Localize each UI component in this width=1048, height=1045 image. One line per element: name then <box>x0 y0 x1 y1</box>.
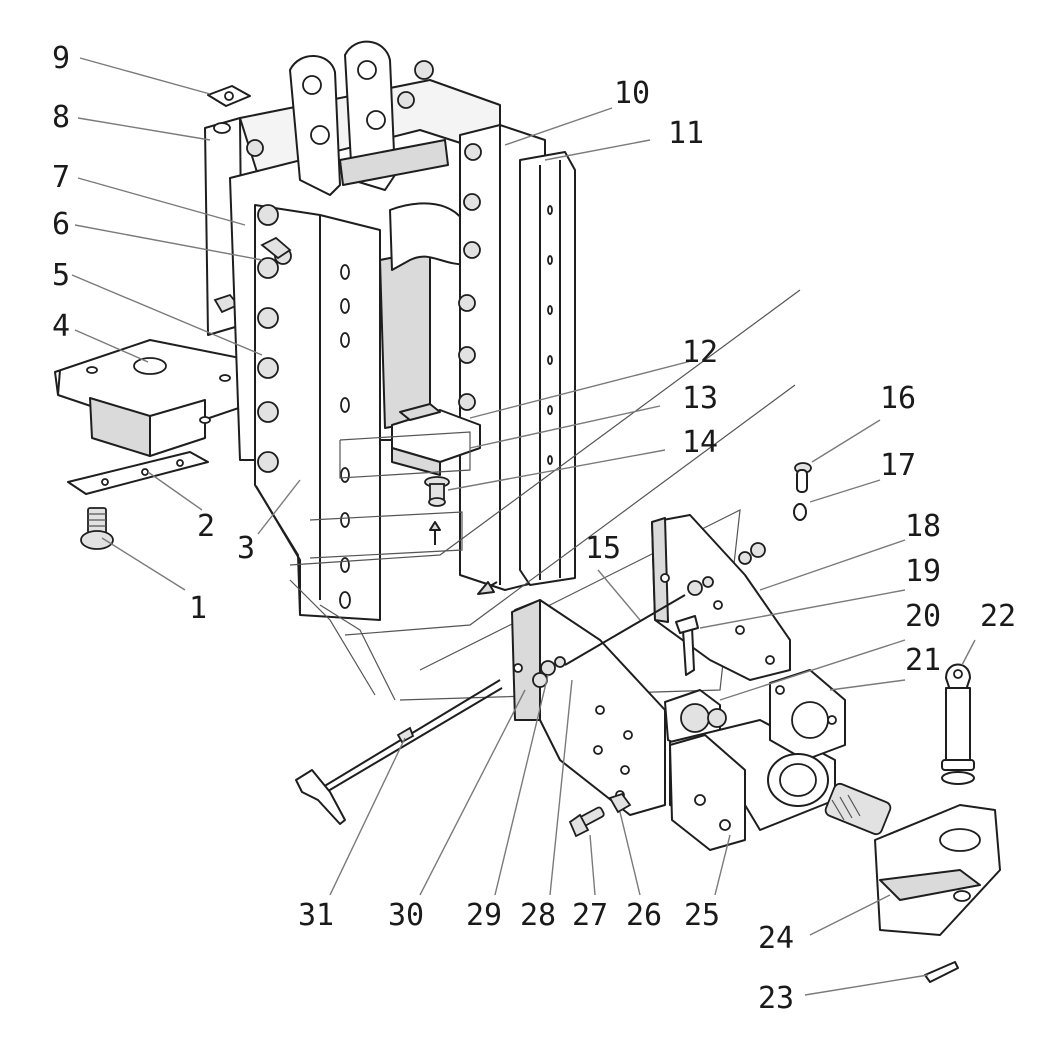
callout-15: 15 <box>585 531 621 566</box>
callout-12: 12 <box>682 335 718 370</box>
callout-27: 27 <box>572 898 608 933</box>
hitch-left-plate <box>511 599 666 816</box>
guide-rails <box>458 124 576 591</box>
callout-5: 5 <box>52 258 70 293</box>
callout-9: 9 <box>52 41 70 76</box>
column-bolts <box>257 204 292 473</box>
coupling-pin-22 <box>941 663 975 785</box>
callout-26: 26 <box>626 898 662 933</box>
callout-25: 25 <box>684 898 720 933</box>
parts-drawing <box>54 40 1001 983</box>
mounting-plate <box>54 339 263 457</box>
lifting-lugs <box>289 40 449 196</box>
callout-14: 14 <box>682 425 718 460</box>
clevis-pin-16 <box>794 462 812 493</box>
callout-16: 16 <box>880 381 916 416</box>
callout-18: 18 <box>905 509 941 544</box>
callout-21: 21 <box>905 643 941 678</box>
bolt-27 <box>568 806 605 838</box>
callout-19: 19 <box>905 554 941 589</box>
callout-6: 6 <box>52 207 70 242</box>
hitch-jaw <box>824 782 1001 936</box>
callout-22: 22 <box>980 599 1016 634</box>
connecting-bolt <box>532 542 766 688</box>
clip-17 <box>793 503 807 521</box>
coupling-housing <box>664 669 846 851</box>
lever-rod <box>295 679 503 825</box>
callout-7: 7 <box>52 160 70 195</box>
callout-24: 24 <box>758 921 794 956</box>
stop-block-assembly <box>391 403 481 545</box>
callout-2: 2 <box>197 509 215 544</box>
callout-17: 17 <box>880 448 916 483</box>
callout-11: 11 <box>668 116 704 151</box>
callout-28: 28 <box>520 898 556 933</box>
callout-3: 3 <box>237 531 255 566</box>
callout-8: 8 <box>52 100 70 135</box>
shim-strip <box>67 451 209 495</box>
guide-outlines <box>289 289 801 701</box>
callout-4: 4 <box>52 309 70 344</box>
nut-26 <box>608 792 632 814</box>
clip-23 <box>924 961 959 983</box>
leader-lines <box>71 57 976 996</box>
main-frame <box>229 40 501 621</box>
callout-31: 31 <box>298 898 334 933</box>
callout-30: 30 <box>388 898 424 933</box>
callout-10: 10 <box>614 76 650 111</box>
hitch-right-plate <box>651 514 791 681</box>
pin-19 <box>675 615 699 676</box>
callout-20: 20 <box>905 599 941 634</box>
callout-1: 1 <box>189 591 207 626</box>
callout-13: 13 <box>682 381 718 416</box>
callout-labels: 9 8 7 6 5 4 2 3 1 10 11 12 13 14 15 16 1… <box>52 41 1016 1016</box>
bolt-1 <box>80 507 114 550</box>
callout-29: 29 <box>466 898 502 933</box>
callout-23: 23 <box>758 981 794 1016</box>
